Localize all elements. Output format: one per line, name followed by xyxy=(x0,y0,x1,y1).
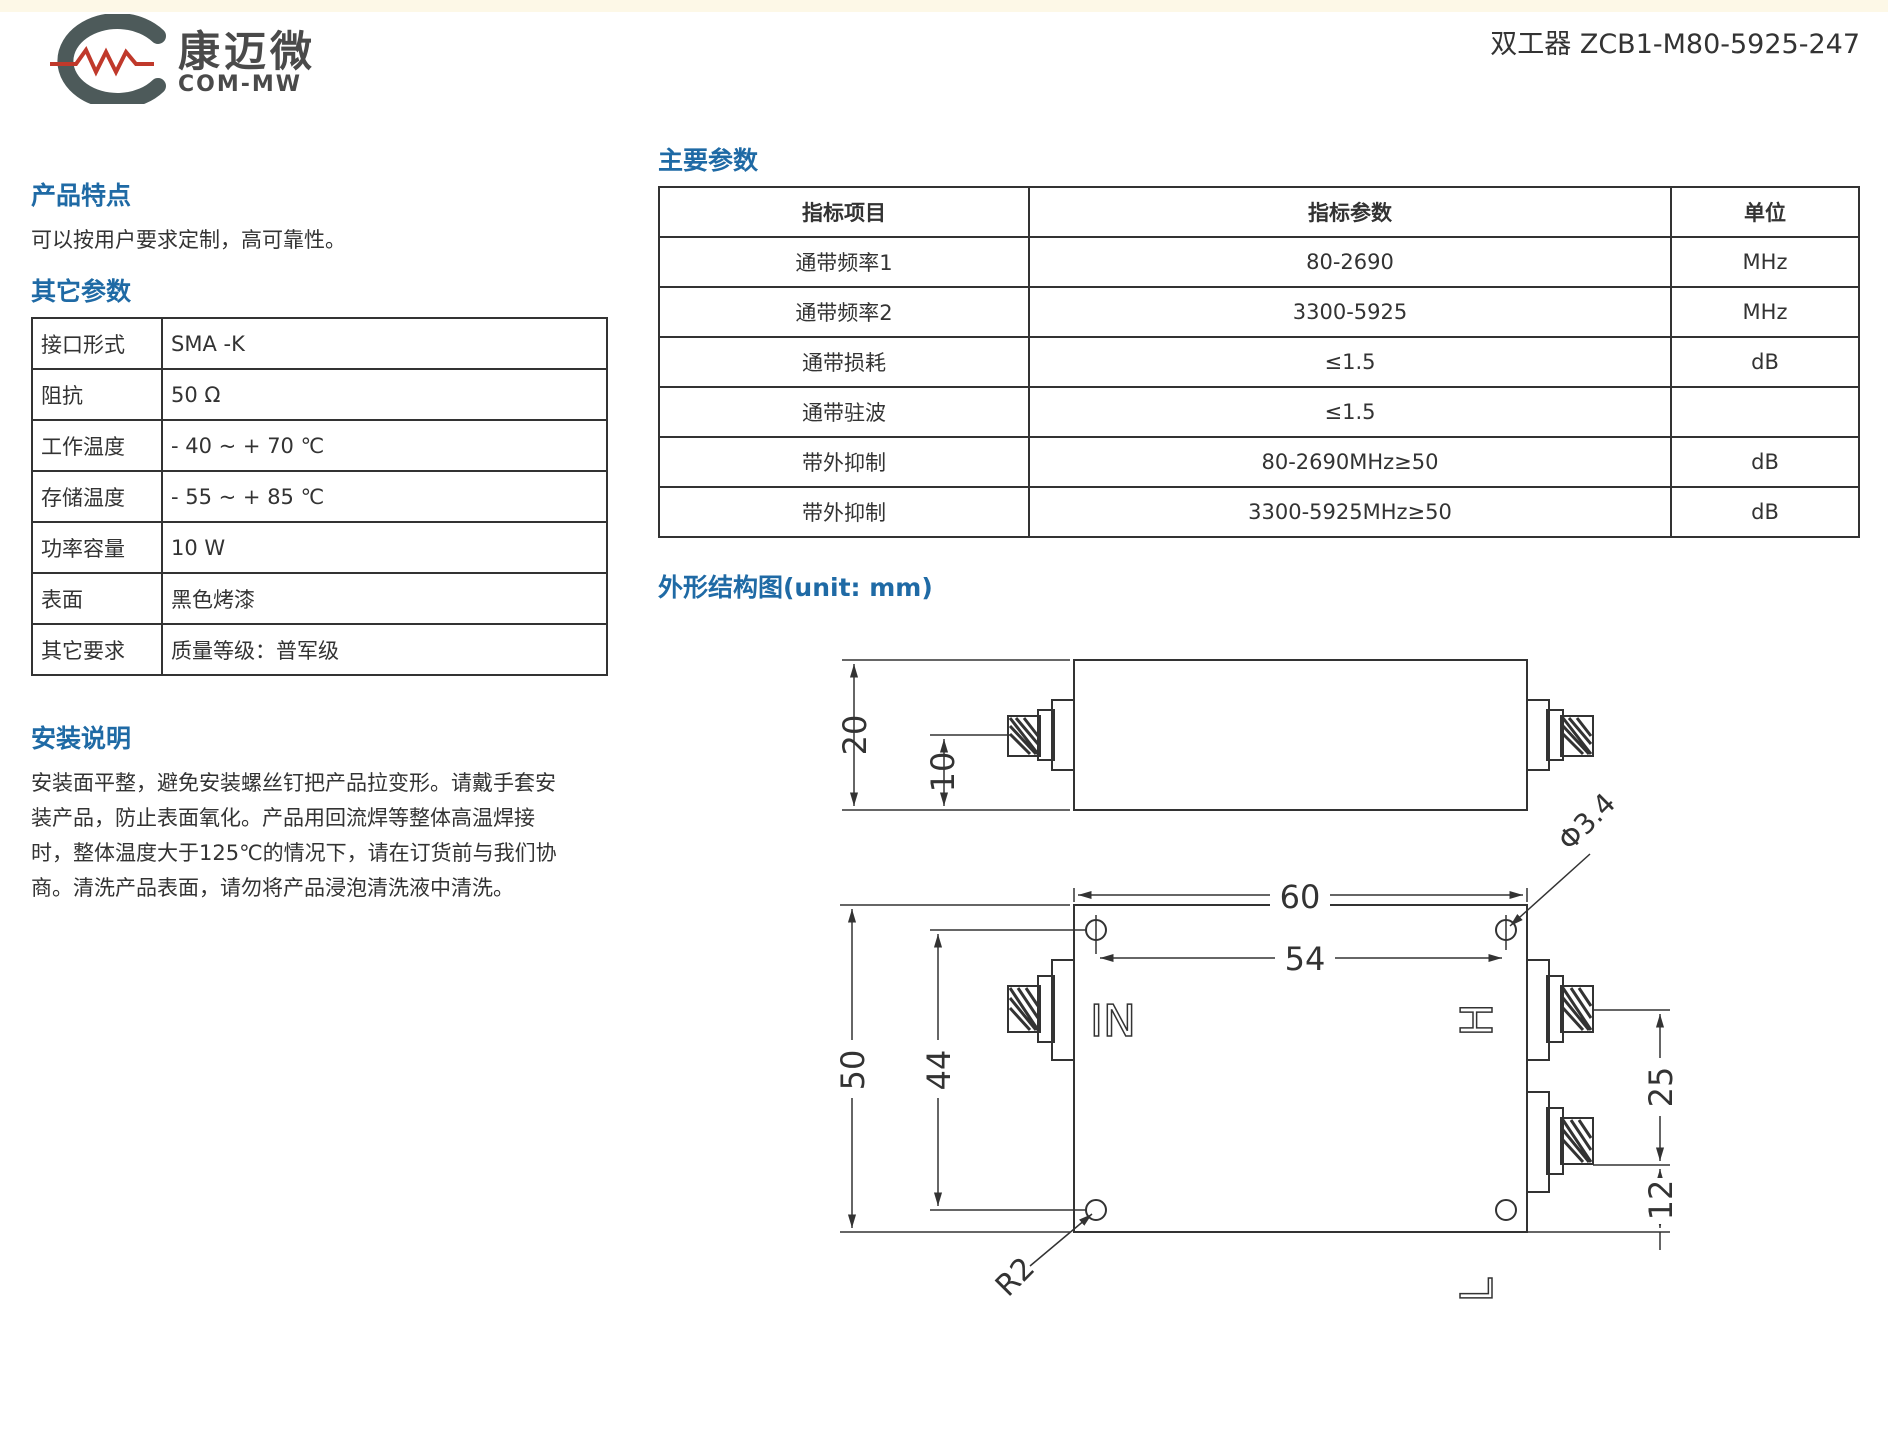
param-value: - 40 ~ + 70 ℃ xyxy=(161,419,608,472)
dim-height-10: 10 xyxy=(924,752,962,793)
cell-value: 80-2690MHz≥50 xyxy=(1028,436,1672,488)
cell-item: 通带驻波 xyxy=(658,386,1030,438)
install-heading: 安装说明 xyxy=(31,724,132,753)
column-header: 指标参数 xyxy=(1028,186,1672,238)
port-label-l: L xyxy=(1452,1277,1503,1302)
mount-hole-bottom-right xyxy=(1495,1199,1517,1221)
param-key: 表面 xyxy=(31,572,163,625)
cell-value: 3300-5925MHz≥50 xyxy=(1028,486,1672,538)
logo-wave xyxy=(50,46,154,77)
cell-item: 通带频率2 xyxy=(658,286,1030,338)
side-view-body xyxy=(1073,659,1528,811)
in-connector xyxy=(1007,959,1075,1061)
table-header-row: 指标项目 指标参数 单位 xyxy=(658,186,1860,238)
table-row: 工作温度- 40 ~ + 70 ℃ xyxy=(31,419,608,472)
dim-height-50: 50 xyxy=(834,1050,872,1091)
cell-unit: MHz xyxy=(1670,236,1860,288)
param-key: 接口形式 xyxy=(31,317,163,370)
dim-hole-spacing-54: 54 xyxy=(1285,940,1326,978)
cell-unit: dB xyxy=(1670,336,1860,388)
cell-item: 带外抑制 xyxy=(658,436,1030,488)
param-value: 50 Ω xyxy=(161,368,608,421)
left-connector-side xyxy=(1007,699,1075,771)
install-line: 商。清洗产品表面，请勿将产品浸泡清洗液中清洗。 xyxy=(31,876,514,900)
install-text: 安装面平整，避免安装螺丝钉把产品拉变形。请戴手套安 装产品，防止表面氧化。产品用… xyxy=(31,766,557,906)
outline-drawing: 20 10 IN H L 60 54 Φ3.4 xyxy=(834,659,1680,1304)
cell-unit xyxy=(1670,386,1860,438)
cell-value: ≤1.5 xyxy=(1028,386,1672,438)
param-key: 工作温度 xyxy=(31,419,163,472)
param-key: 阻抗 xyxy=(31,368,163,421)
cell-value: 80-2690 xyxy=(1028,236,1672,288)
dim-height-20: 20 xyxy=(836,715,874,756)
param-key: 功率容量 xyxy=(31,521,163,574)
h-connector xyxy=(1526,959,1594,1061)
features-heading: 产品特点 xyxy=(31,181,132,210)
param-key: 存储温度 xyxy=(31,470,163,523)
other-params-heading: 其它参数 xyxy=(31,277,132,306)
drawing-heading: 外形结构图(unit: mm) xyxy=(658,573,933,602)
cell-value: 3300-5925 xyxy=(1028,286,1672,338)
cell-unit: MHz xyxy=(1670,286,1860,338)
port-label-in: IN xyxy=(1090,996,1136,1047)
top-strip xyxy=(0,0,1888,12)
column-header: 单位 xyxy=(1670,186,1860,238)
document-title: 双工器 ZCB1-M80-5925-247 xyxy=(1490,29,1860,60)
table-row: 通带驻波≤1.5 xyxy=(658,386,1860,438)
cell-item: 带外抑制 xyxy=(658,486,1030,538)
logo-ring xyxy=(57,14,166,104)
features-text: 可以按用户要求定制，高可靠性。 xyxy=(31,228,346,252)
table-row: 其它要求质量等级：普军级 xyxy=(31,623,608,676)
param-value: 质量等级：普军级 xyxy=(161,623,608,676)
param-value: SMA -K xyxy=(161,317,608,370)
right-connector-side xyxy=(1526,699,1594,771)
brand-name-cn: 康迈微 xyxy=(178,27,317,76)
company-logo xyxy=(50,14,166,104)
cell-item: 通带频率1 xyxy=(658,236,1030,288)
install-line: 安装面平整，避免安装螺丝钉把产品拉变形。请戴手套安 xyxy=(31,771,556,795)
port-label-h: H xyxy=(1452,1003,1503,1036)
install-line: 时，整体温度大于125℃的情况下，请在订货前与我们协 xyxy=(31,841,557,865)
cell-unit: dB xyxy=(1670,486,1860,538)
brand-name-en: COM-MW xyxy=(178,72,303,97)
cell-unit: dB xyxy=(1670,436,1860,488)
dim-hole-diameter: Φ3.4 xyxy=(1552,787,1622,857)
cell-value: ≤1.5 xyxy=(1028,336,1672,388)
param-value: 10 W xyxy=(161,521,608,574)
main-params-heading: 主要参数 xyxy=(658,146,759,175)
param-key: 其它要求 xyxy=(31,623,163,676)
param-value: - 55 ~ + 85 ℃ xyxy=(161,470,608,523)
dim-port-offset-12: 12 xyxy=(1642,1180,1680,1221)
dim-width-60: 60 xyxy=(1280,878,1321,916)
dim-hole-spacing-44: 44 xyxy=(920,1050,958,1091)
column-header: 指标项目 xyxy=(658,186,1030,238)
install-line: 装产品，防止表面氧化。产品用回流焊等整体高温焊接 xyxy=(31,806,535,830)
param-value: 黑色烤漆 xyxy=(161,572,608,625)
table-row: 存储温度- 55 ~ + 85 ℃ xyxy=(31,470,608,523)
l-connector xyxy=(1526,1091,1594,1193)
dim-radius-r2: R2 xyxy=(989,1251,1042,1304)
dim-port-spacing-25: 25 xyxy=(1642,1067,1680,1108)
table-row: 表面黑色烤漆 xyxy=(31,572,608,625)
cell-item: 通带损耗 xyxy=(658,336,1030,388)
